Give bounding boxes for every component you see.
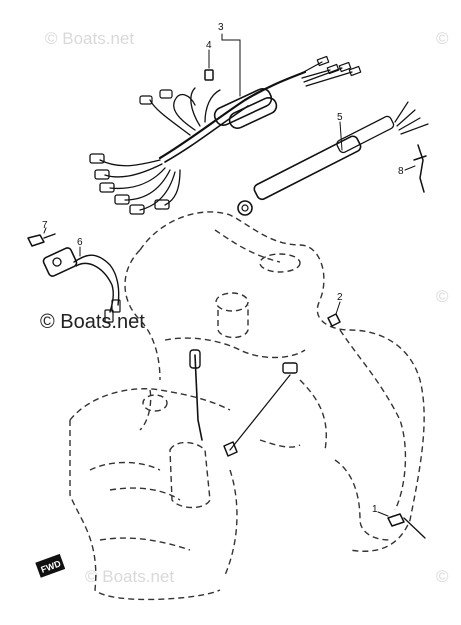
switch-part — [42, 246, 121, 323]
watermark-right-mid: © — [436, 287, 449, 306]
watermark-right-bot: © — [436, 567, 449, 586]
plug-clip-part — [404, 144, 427, 193]
cable-part — [189, 349, 426, 539]
callout-5: 5 — [337, 112, 343, 123]
watermark-center: © Boats.net — [40, 311, 145, 333]
callout-4: 4 — [206, 40, 212, 51]
connector-part — [204, 49, 214, 81]
fwd-stamp: FWD — [35, 553, 66, 578]
bolt-part — [27, 227, 56, 247]
callout-7: 7 — [42, 220, 48, 231]
watermark-top-left: © Boats.net — [45, 29, 134, 48]
watermark-right-top: © — [436, 29, 449, 48]
callout-3: 3 — [218, 22, 224, 33]
wiring-harness-part — [89, 55, 362, 215]
engine-outline — [69, 211, 425, 601]
watermark-bottom: © Boats.net — [85, 567, 174, 586]
nut-part — [327, 301, 341, 327]
callout-8: 8 — [398, 166, 404, 177]
callout-1: 1 — [372, 504, 378, 515]
callout-2: 2 — [337, 292, 343, 303]
sensor-cable-part — [237, 101, 429, 216]
callout-6: 6 — [77, 237, 83, 248]
